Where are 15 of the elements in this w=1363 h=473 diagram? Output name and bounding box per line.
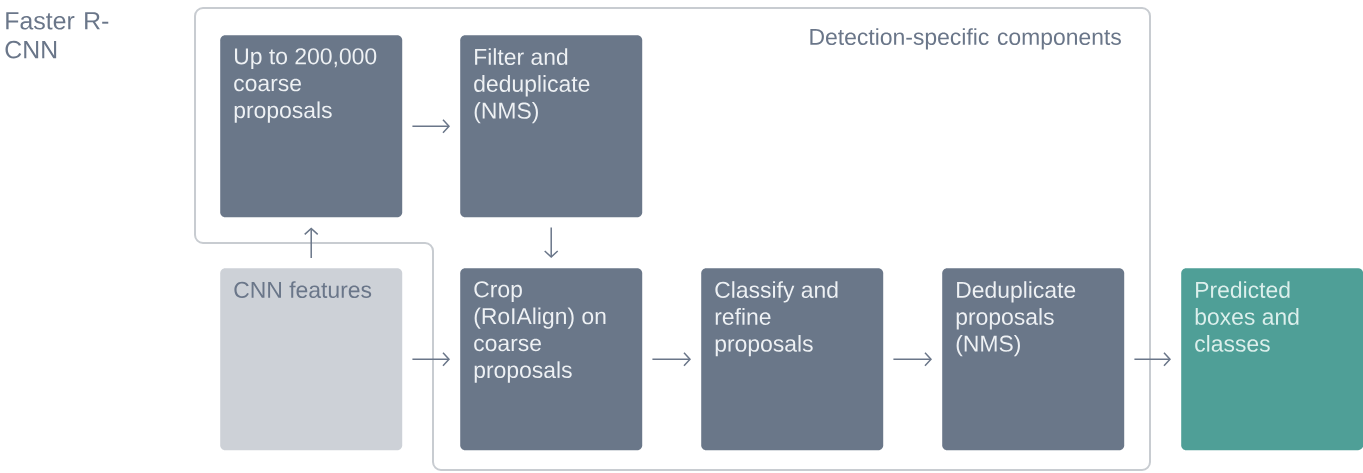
- arrow: [1133, 351, 1171, 367]
- arrow: [411, 118, 450, 134]
- process-box: CNN features: [220, 268, 403, 451]
- process-box: Deduplicate proposals (NMS): [942, 268, 1125, 451]
- diagram-title: Faster R-CNN: [5, 12, 109, 59]
- arrow: [892, 351, 932, 367]
- arrow: [411, 351, 450, 367]
- process-box: Predicted boxes and classes: [1181, 268, 1363, 451]
- process-box: Classify and refine proposals: [701, 268, 884, 451]
- process-box: Filter and deduplicate (NMS): [460, 35, 643, 218]
- process-box: Crop (RoIAlign) on coarse proposals: [460, 268, 643, 451]
- arrow: [651, 351, 691, 367]
- process-box: Up to 200,000 coarse proposals: [220, 35, 403, 218]
- arrow: [543, 226, 559, 258]
- arrow: [303, 227, 319, 259]
